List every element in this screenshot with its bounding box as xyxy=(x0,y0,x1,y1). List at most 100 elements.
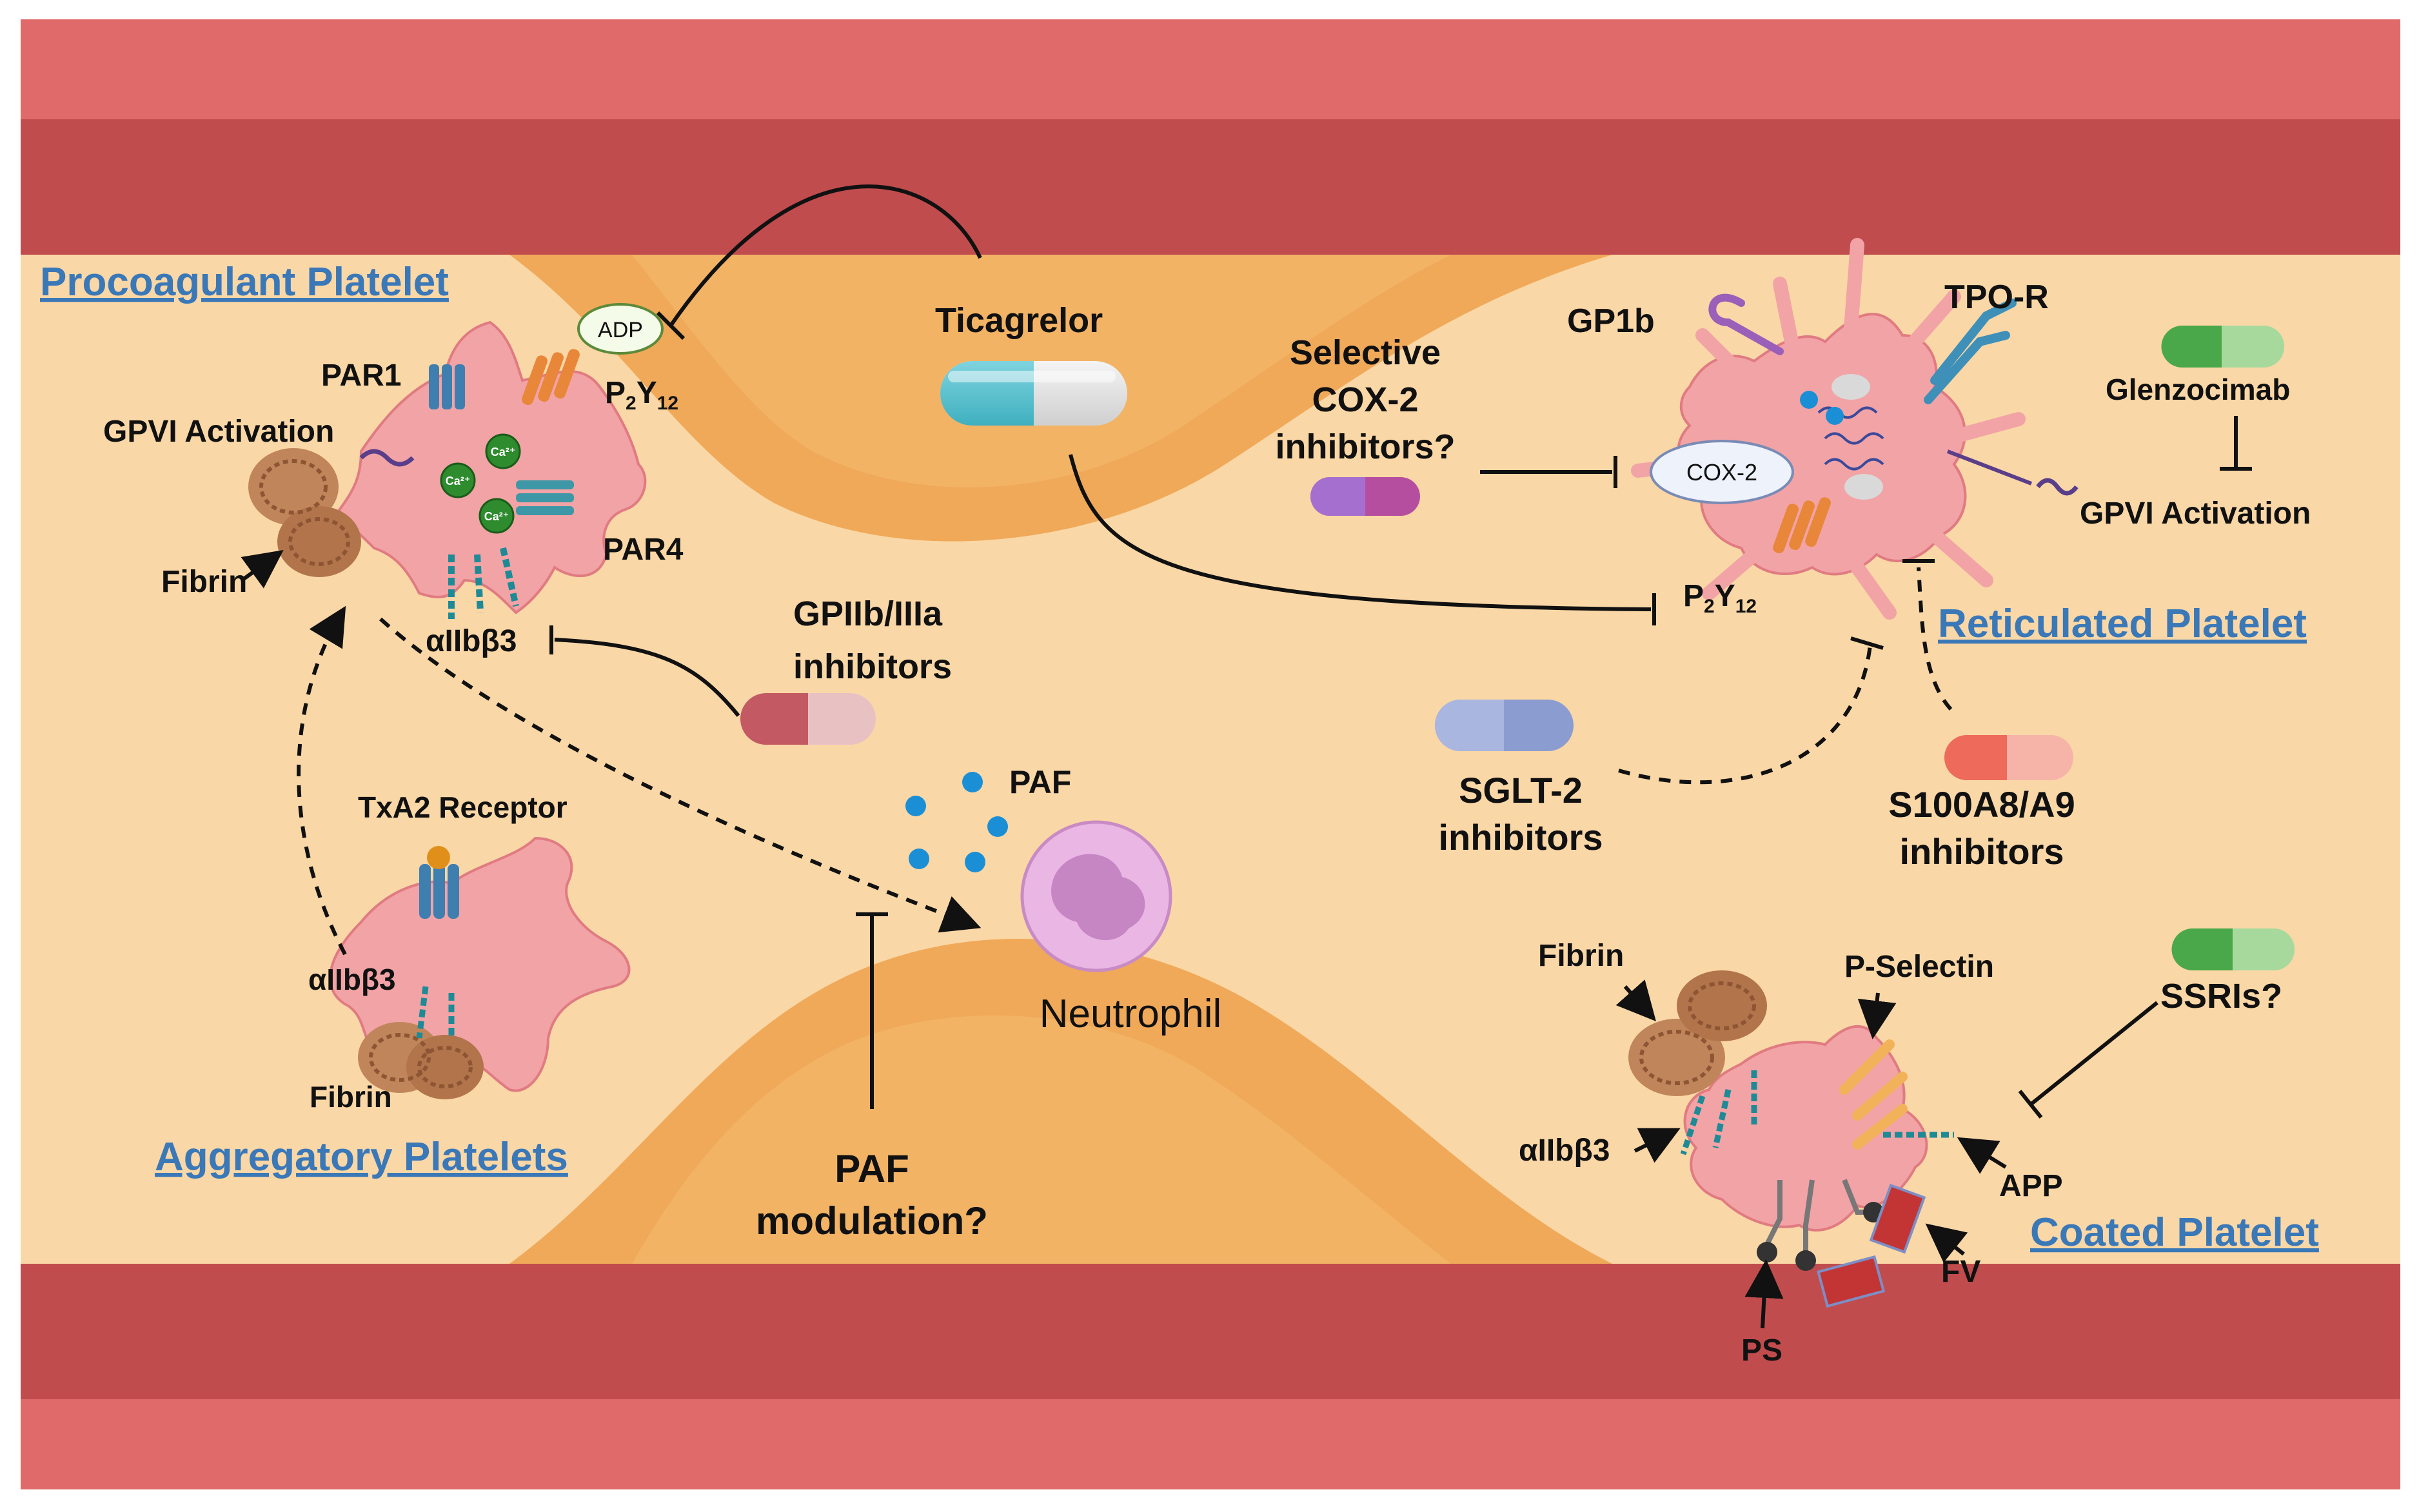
p-selectin-label: P-Selectin xyxy=(1844,950,1994,984)
gpvi-activation-label-reticulated: GPVI Activation xyxy=(2080,496,2311,531)
fibrin-cluster-procoagulant xyxy=(248,448,361,577)
app-label: APP xyxy=(1999,1169,2063,1203)
paf-modulation-line1: PAF xyxy=(834,1147,909,1190)
arrow-app xyxy=(1957,1137,2007,1174)
inhibit-sglt2 xyxy=(1618,644,1872,785)
p2y12-receptor-procoagulant xyxy=(522,349,580,406)
glenzocimab-pill xyxy=(2161,326,2284,368)
cox2-inhibitors-line3: inhibitors? xyxy=(1276,427,1456,466)
vessel-wall-bottom-outer xyxy=(21,1399,2400,1489)
ticagrelor-label: Ticagrelor xyxy=(935,301,1103,340)
endothelium-bottom-inner xyxy=(632,1015,1451,1264)
arrow-fibrin-procoagulant xyxy=(241,549,284,589)
txa2-receptor-label: TxA2 Receptor xyxy=(358,790,568,824)
sglt2-inhibitor-pill xyxy=(1435,700,1574,751)
title-aggregatory-platelets: Aggregatory Platelets xyxy=(155,1135,568,1179)
cox2-label: COX-2 xyxy=(1686,459,1757,486)
ca-label-3: Ca²⁺ xyxy=(484,510,509,523)
integrin-label-procoagulant: αIIbβ3 xyxy=(426,624,517,658)
s100a8-a9-inhibitor-pill xyxy=(1944,735,2073,780)
par1-receptor xyxy=(429,364,465,409)
ssri-pill xyxy=(2171,928,2295,970)
gpvi-receptor-reticulated xyxy=(1946,449,2078,496)
arrow-p-selectin xyxy=(1857,992,1897,1039)
inhibit-gpiib-iiia xyxy=(554,638,740,717)
par4-receptor xyxy=(516,480,574,515)
fibrin-cluster-aggregatory xyxy=(358,1022,484,1099)
ps-label: PS xyxy=(1741,1333,1782,1368)
inhibit-ticagrelor-p2y12 xyxy=(1069,454,1652,611)
cox2-inhibitors-line2: COX-2 xyxy=(1312,380,1418,419)
p2y12-label-reticulated: P2Y12 xyxy=(1683,579,1757,617)
tpo-receptor xyxy=(1924,299,2017,404)
inhibit-bar-adp xyxy=(656,311,686,340)
arrow-procoagulant-to-neutrophil xyxy=(379,617,982,933)
fibrin-label-coated: Fibrin xyxy=(1538,939,1624,973)
ca-label-2: Ca²⁺ xyxy=(491,446,516,458)
integrin-label-aggregatory: αIIbβ3 xyxy=(308,963,396,996)
arrow-fv xyxy=(1925,1223,1968,1263)
fibrin-label-aggregatory: Fibrin xyxy=(310,1080,392,1114)
ca-label-1: Ca²⁺ xyxy=(446,475,471,487)
title-procoagulant-platelet: Procoagulant Platelet xyxy=(40,260,449,304)
tpor-label: TPO-R xyxy=(1944,279,2049,316)
adp-label: ADP xyxy=(598,318,643,342)
inhibit-ticagrelor-adp xyxy=(669,184,982,327)
cox2-inhibitor-pill xyxy=(1310,477,1420,516)
sglt2-inhibitors-line2: inhibitors xyxy=(1438,817,1603,858)
arrow-aggregatory-to-procoagulant xyxy=(297,605,347,956)
p2y12-label-procoagulant: P2Y12 xyxy=(605,376,678,414)
arrow-integrin-coated xyxy=(1634,1128,1681,1163)
paf-modulation-line2: modulation? xyxy=(756,1199,988,1242)
arrow-fibrin-coated xyxy=(1615,979,1656,1021)
arrow-ps xyxy=(1744,1259,1784,1329)
ps-fv-complex xyxy=(1757,1179,1926,1308)
glenzocimab-label: Glenzocimab xyxy=(2106,373,2290,406)
ticagrelor-pill xyxy=(940,361,1127,426)
p2y12-receptor-reticulated xyxy=(1773,497,1831,554)
txa2-receptor xyxy=(419,846,459,919)
fibrin-label-procoagulant: Fibrin xyxy=(161,565,247,599)
par4-label: PAR4 xyxy=(603,533,684,567)
paf-dots xyxy=(905,772,1008,872)
sglt2-inhibitors-line1: SGLT-2 xyxy=(1459,770,1583,810)
s100a8-a9-inhibitors-line2: inhibitors xyxy=(1899,831,2064,872)
p-selectin xyxy=(1839,1039,1908,1150)
title-reticulated-platelet: Reticulated Platelet xyxy=(1938,602,2307,646)
adp-bubble xyxy=(577,303,664,355)
cox2-enzyme xyxy=(1650,440,1794,504)
gpiib-iiia-inhibitor-pill xyxy=(740,693,876,745)
integrin-procoagulant xyxy=(448,547,519,619)
rna-strands xyxy=(1817,406,1884,471)
reticulated-pseudopods xyxy=(1631,238,2026,620)
ca-granules xyxy=(440,433,521,534)
par1-label: PAR1 xyxy=(321,358,401,393)
paf-label: PAF xyxy=(1009,764,1071,800)
integrin-aggregatory xyxy=(416,986,455,1039)
cox2-inhibitors-line1: Selective xyxy=(1290,333,1441,372)
s100a8-a9-inhibitors-line1: S100A8/A9 xyxy=(1888,784,2075,825)
gpvi-activation-label-procoagulant: GPVI Activation xyxy=(103,415,334,449)
gpvi-receptor-procoagulant xyxy=(359,449,415,467)
fv-label: FV xyxy=(1941,1255,1980,1289)
neutrophil-label: Neutrophil xyxy=(1040,992,1222,1036)
vessel-wall-top-inner xyxy=(21,119,2400,255)
inhibit-s100a8-a9 xyxy=(1917,567,1953,711)
neutrophil-cell xyxy=(1020,820,1172,972)
vessel-wall-top-outer xyxy=(21,19,2400,123)
title-coated-platelet: Coated Platelet xyxy=(2030,1210,2319,1255)
gpiib-iiia-inhibitors-line1: GPIIb/IIIa xyxy=(793,594,943,633)
ssri-label: SSRIs? xyxy=(2160,977,2282,1016)
inhibit-bar-sglt2 xyxy=(1850,636,1884,650)
fibrin-cluster-coated xyxy=(1628,970,1767,1096)
integrin-label-coated: αIIbβ3 xyxy=(1519,1134,1610,1168)
procoagulant-platelet-body xyxy=(333,320,647,614)
vessel-wall-bottom-inner xyxy=(21,1264,2400,1402)
granules-reticulated xyxy=(1800,374,1883,500)
inhibit-ssri xyxy=(2030,1001,2158,1106)
gp1b-label: GP1b xyxy=(1567,302,1655,340)
gpiib-iiia-inhibitors-line2: inhibitors xyxy=(793,647,952,686)
gp1b-receptor xyxy=(1708,293,1784,355)
integrin-coated xyxy=(1680,1070,1757,1155)
